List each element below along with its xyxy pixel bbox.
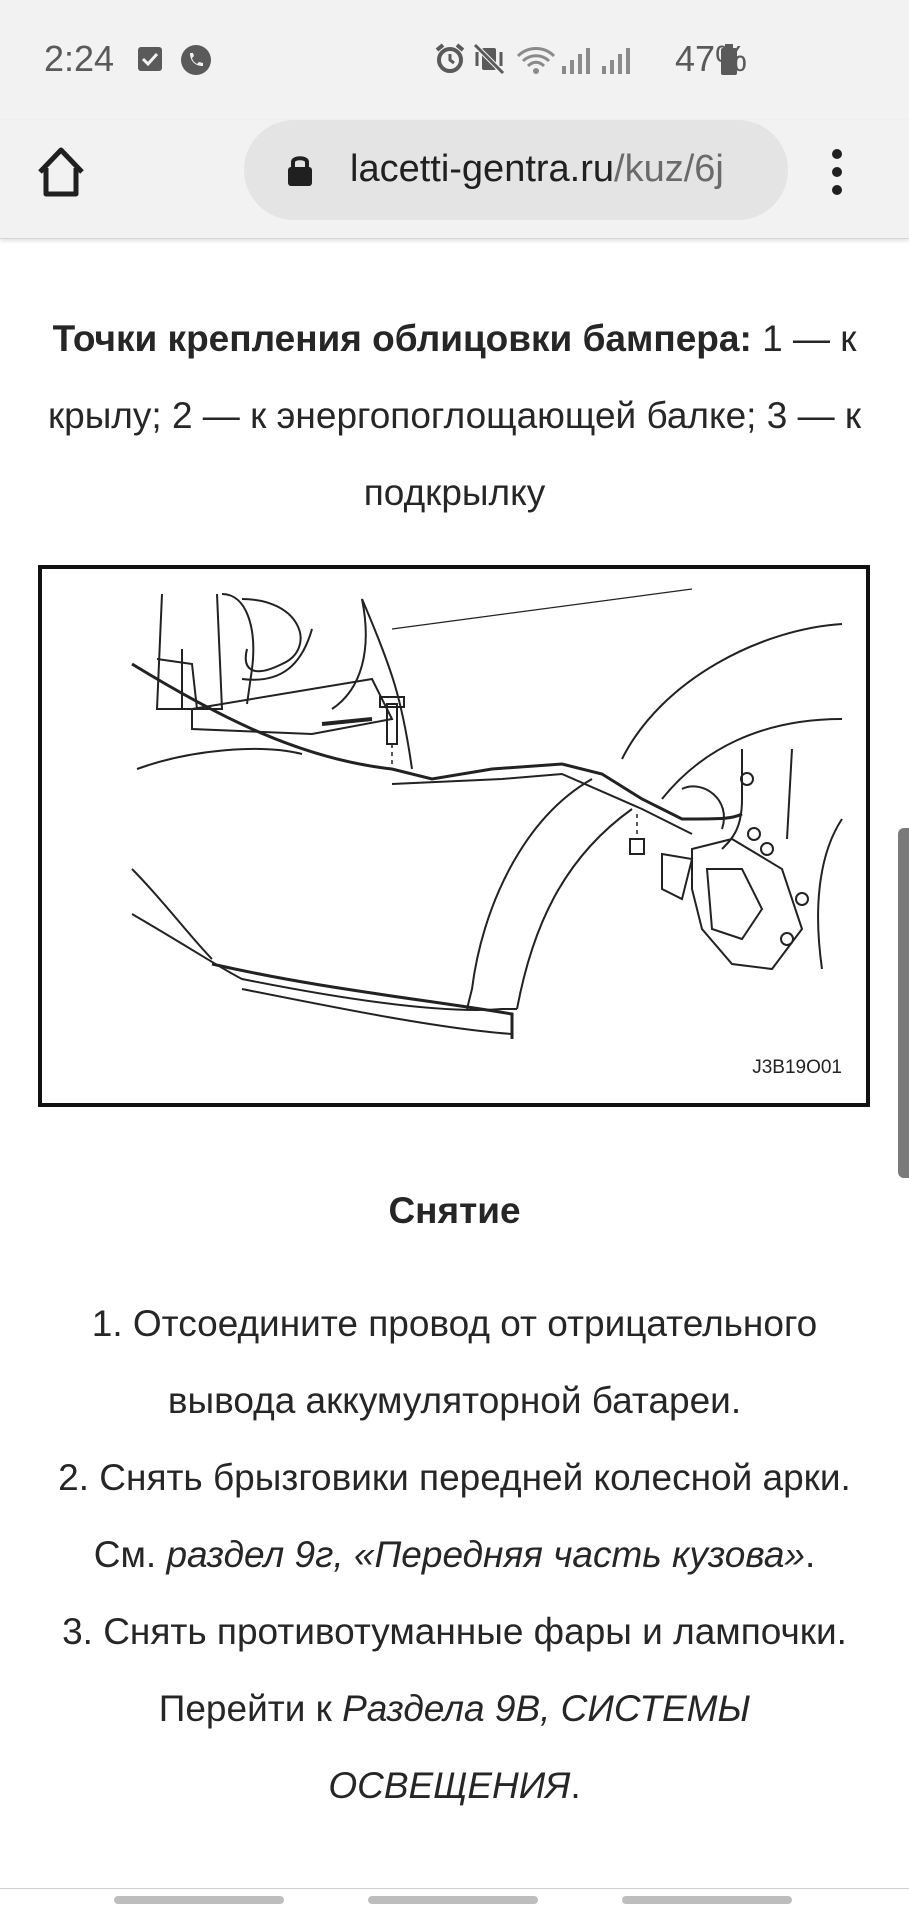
status-time: 2:24 bbox=[44, 38, 115, 79]
bottom-nav-hint bbox=[0, 1896, 909, 1920]
figure-caption: Точки крепления облицовки бампера: 1 — к… bbox=[36, 300, 873, 531]
figure-code: J3B19O01 bbox=[752, 1057, 842, 1078]
step-item: 3. Снять противотуманные фары и лампочки… bbox=[36, 1593, 873, 1824]
nav-pill[interactable] bbox=[622, 1896, 792, 1904]
wifi-icon bbox=[516, 47, 556, 74]
overflow-menu-icon[interactable] bbox=[830, 148, 844, 196]
alarm-icon bbox=[435, 43, 465, 73]
caption-text: 1 — к крылу; 2 — к энергопоглощающей бал… bbox=[47, 318, 862, 513]
signal-icon bbox=[562, 48, 590, 74]
phone-call-icon bbox=[181, 45, 211, 75]
bumper-drawing bbox=[131, 588, 843, 1039]
bumper-diagram: J3B19O01 bbox=[38, 565, 870, 1107]
status-bar: 2:24 47% bbox=[0, 0, 909, 120]
step-text: 3. Снять противотуманные фары и лампочки… bbox=[62, 1611, 847, 1729]
url-path: /kuz/6j bbox=[614, 148, 724, 190]
step-end: . bbox=[570, 1765, 581, 1806]
step-item: 2. Снять брызговики передней колесной ар… bbox=[36, 1439, 873, 1593]
step-link[interactable]: Раздела 9В, СИСТЕМЫ ОСВЕЩЕНИЯ bbox=[328, 1688, 751, 1806]
step-link[interactable]: раздел 9г, «Передняя часть кузова» bbox=[166, 1534, 805, 1575]
nav-pill[interactable] bbox=[114, 1896, 284, 1904]
nav-pill[interactable] bbox=[368, 1896, 538, 1904]
home-icon[interactable] bbox=[36, 142, 86, 202]
address-bar[interactable]: lacetti-gentra.ru/kuz/6j bbox=[244, 120, 788, 220]
signal-icon bbox=[602, 48, 630, 74]
caption-title: Точки крепления облицовки бампера: bbox=[52, 318, 752, 359]
bottom-divider bbox=[0, 1888, 909, 1889]
battery-icon bbox=[721, 44, 737, 75]
url-text[interactable]: lacetti-gentra.ru/kuz/6j bbox=[350, 148, 724, 191]
step-end: . bbox=[805, 1534, 816, 1575]
step-text: 2. Снять брызговики передней колесной ар… bbox=[58, 1457, 851, 1575]
url-host: lacetti-gentra.ru bbox=[350, 148, 615, 190]
section-heading: Снятие bbox=[388, 1190, 521, 1231]
instruction-steps: 1. Отсоедините провод от отрицательного … bbox=[36, 1285, 873, 1824]
lock-icon[interactable] bbox=[286, 153, 314, 187]
scrollbar-thumb[interactable] bbox=[898, 828, 909, 1178]
vibrate-mute-icon bbox=[473, 43, 505, 75]
step-item: 1. Отсоедините провод от отрицательного … bbox=[91, 1303, 818, 1421]
checkbox-notification-icon bbox=[138, 47, 162, 71]
